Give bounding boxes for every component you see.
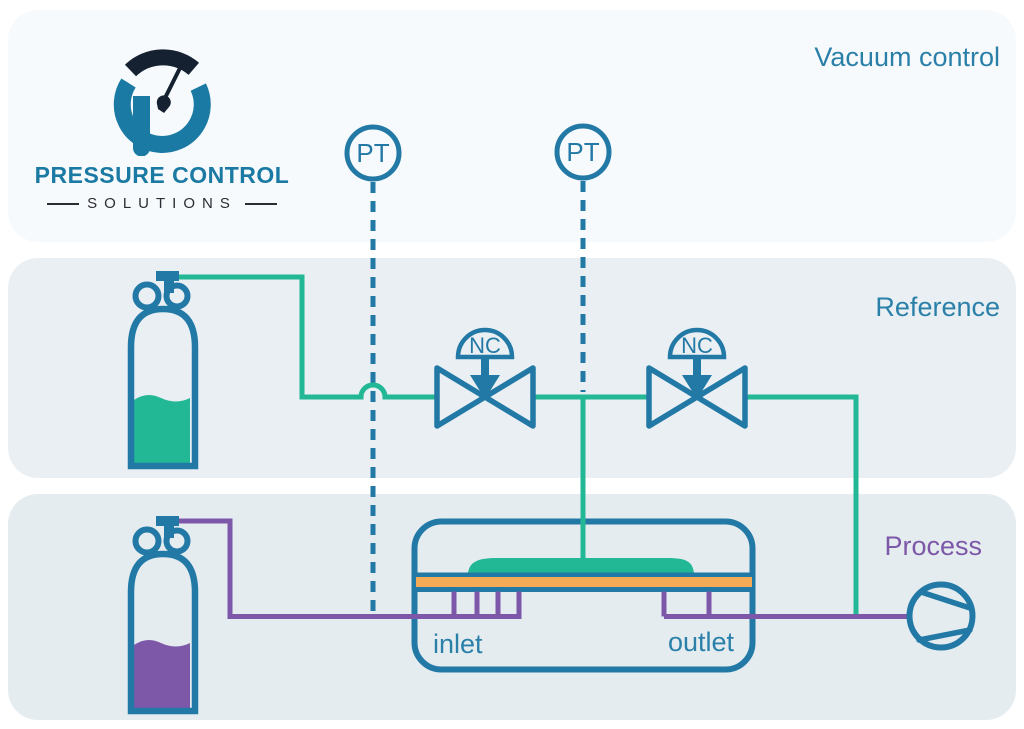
logo-needle-pivot — [156, 95, 171, 113]
reference-supply-pipe — [178, 274, 437, 400]
logo-dash-left — [47, 202, 80, 205]
valve1-arrow-head — [470, 375, 500, 399]
pt2-label: PT — [566, 137, 599, 167]
valve1-body — [434, 365, 536, 429]
company-logo: PRESSURE CONTROL SOLUTIONS — [30, 38, 294, 212]
pt1-label: PT — [356, 138, 389, 168]
logo-gauge-arc — [124, 49, 200, 77]
valve2-actuator-dome — [667, 327, 727, 360]
purple-cylinder-handle-left — [132, 526, 162, 556]
purple-cylinder-outline — [127, 550, 199, 715]
purple-cylinder-handle-right — [163, 527, 191, 555]
purple-cylinder-fill — [134, 639, 190, 708]
pipe-to-pump-junction — [745, 394, 859, 614]
reference-gas-cylinder — [127, 271, 199, 470]
logo-subtitle-text: SOLUTIONS — [87, 195, 237, 212]
process-supply-pipe — [178, 518, 522, 619]
pressure-gauge-logo-icon — [113, 49, 211, 156]
outlet-manifold-channels — [661, 591, 712, 617]
valve1-arrow-stem — [481, 357, 489, 377]
logo-gauge-ring — [113, 78, 211, 153]
control-valve-2: NC — [646, 327, 748, 429]
reference-label: Reference — [875, 292, 1000, 322]
teal-cylinder-nozzle — [156, 271, 179, 281]
valve1-actuator-dome — [455, 327, 515, 360]
wafer — [468, 558, 694, 573]
teal-cylinder-outline — [127, 305, 199, 470]
process-gas-cylinder — [127, 516, 199, 715]
teal-cylinder-handle-left — [132, 281, 162, 311]
process-label: Process — [884, 531, 982, 561]
valve2-body — [646, 365, 748, 429]
pt-indicator-2: PT — [554, 123, 612, 181]
pump-vanes — [916, 589, 973, 643]
teal-cylinder-handle-right — [163, 282, 191, 310]
vacuum-control-label: Vacuum control — [814, 42, 1000, 72]
pt2-circle — [554, 123, 612, 181]
valve1-nc-label: NC — [469, 333, 501, 358]
vacuum-pump — [906, 581, 976, 651]
outlet-label: outlet — [668, 627, 735, 657]
valve2-arrow-stem — [693, 357, 701, 377]
logo-title: PRESSURE CONTROL — [34, 162, 290, 188]
logo-gauge-needle — [161, 61, 185, 103]
reference-gas-lines — [178, 274, 859, 614]
chuck-heater-layer — [416, 577, 752, 587]
process-gas-lines — [178, 518, 910, 619]
purple-cylinder-nozzle — [156, 516, 179, 526]
logo-dash-right — [244, 202, 277, 205]
teal-cylinder-fill — [134, 394, 190, 463]
inlet-manifold-channels — [451, 591, 522, 617]
vacuum-control-section: Vacuum control — [8, 10, 1016, 242]
inlet-label: inlet — [433, 629, 483, 659]
control-valve-1: NC — [434, 327, 536, 429]
pt-indicator-1: PT — [344, 124, 402, 182]
logo-subtitle: SOLUTIONS — [30, 195, 294, 212]
valve2-nc-label: NC — [681, 333, 713, 358]
pt1-circle — [344, 124, 402, 182]
valve2-arrow-head — [682, 375, 712, 399]
